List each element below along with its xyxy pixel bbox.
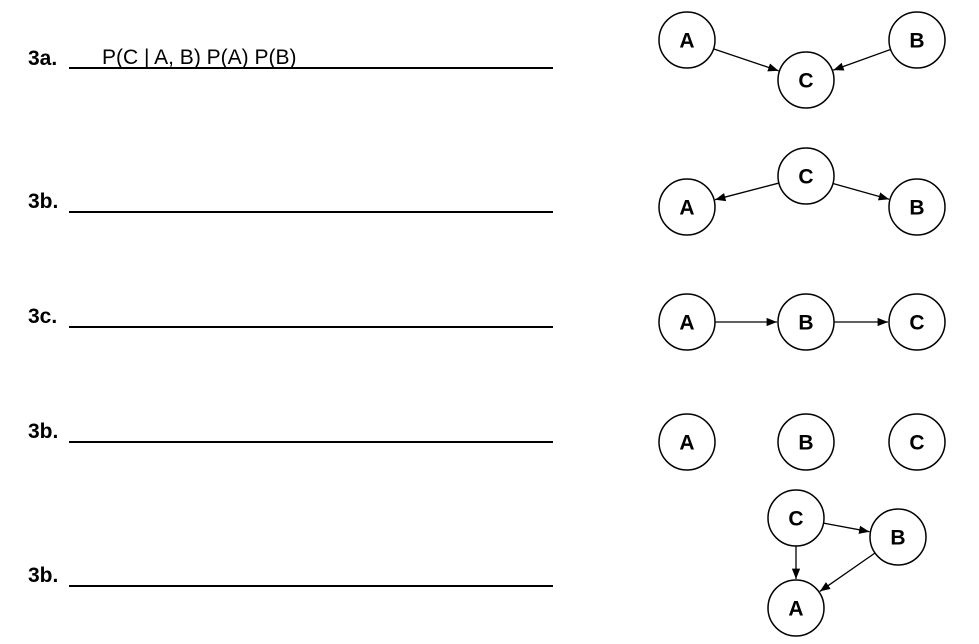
node-label: C (798, 70, 813, 93)
node-circle (888, 178, 946, 236)
answer-line[interactable] (69, 585, 553, 587)
edge-line (714, 182, 780, 202)
edge-B-to-C (833, 48, 891, 71)
node-circle (658, 11, 716, 69)
node-circle (658, 413, 716, 471)
edge-line (832, 182, 890, 201)
answer-text: P(C | A, B) P(A) P(B) (102, 46, 297, 69)
node-A: A (658, 413, 716, 471)
graph-2: C A B (658, 147, 946, 236)
answer-line[interactable] (69, 67, 553, 69)
node-label: A (679, 432, 694, 455)
node-label: C (788, 508, 803, 531)
node-circle (767, 579, 825, 637)
answer-line[interactable] (69, 441, 553, 443)
edge-C-to-A (714, 182, 780, 202)
node-A: A (767, 579, 825, 637)
node-circle (777, 293, 835, 351)
edge-line (833, 48, 891, 71)
graph-5: C B A (767, 489, 927, 637)
node-label: A (679, 312, 694, 335)
node-C: C (767, 489, 825, 547)
node-circle (777, 147, 835, 205)
node-label: A (679, 30, 694, 53)
edge-C-to-B (832, 182, 890, 201)
node-label: B (909, 30, 924, 53)
node-circle (888, 413, 946, 471)
edge-B-to-A (819, 552, 876, 592)
graph-4: A B C (658, 413, 946, 471)
node-circle (777, 413, 835, 471)
question-label: 3b. (28, 190, 59, 213)
node-circle (658, 178, 716, 236)
node-label: B (798, 312, 813, 335)
node-B: B (777, 413, 835, 471)
edge-C-to-B (823, 522, 870, 534)
answer-line[interactable] (69, 326, 553, 328)
node-circle (777, 51, 835, 109)
node-label: A (679, 197, 694, 220)
edge-line (823, 522, 870, 534)
node-C: C (777, 51, 835, 109)
node-circle (767, 489, 825, 547)
node-B: B (888, 178, 946, 236)
node-label: C (798, 166, 813, 189)
node-C: C (888, 293, 946, 351)
node-B: B (777, 293, 835, 351)
node-label: C (909, 312, 924, 335)
graph-3: A B C (658, 293, 946, 351)
node-label: B (890, 527, 905, 550)
node-label: B (798, 432, 813, 455)
node-label: B (909, 197, 924, 220)
node-C: C (777, 147, 835, 205)
graph-1: A B C (658, 11, 946, 109)
node-B: B (888, 11, 946, 69)
question-label: 3b. (28, 420, 59, 443)
answer-line[interactable] (69, 211, 553, 213)
node-C: C (888, 413, 946, 471)
node-label: A (788, 598, 803, 621)
question-label: 3c. (28, 305, 58, 328)
question-label: 3a. (28, 47, 58, 70)
edge-A-to-C (713, 48, 779, 72)
node-circle (658, 293, 716, 351)
question-label: 3b. (28, 564, 59, 587)
node-A: A (658, 178, 716, 236)
edge-line (713, 48, 779, 72)
node-label: C (909, 432, 924, 455)
node-B: B (869, 508, 927, 566)
node-A: A (658, 293, 716, 351)
node-circle (888, 293, 946, 351)
edge-line (819, 552, 876, 592)
node-circle (888, 11, 946, 69)
node-A: A (658, 11, 716, 69)
node-circle (869, 508, 927, 566)
